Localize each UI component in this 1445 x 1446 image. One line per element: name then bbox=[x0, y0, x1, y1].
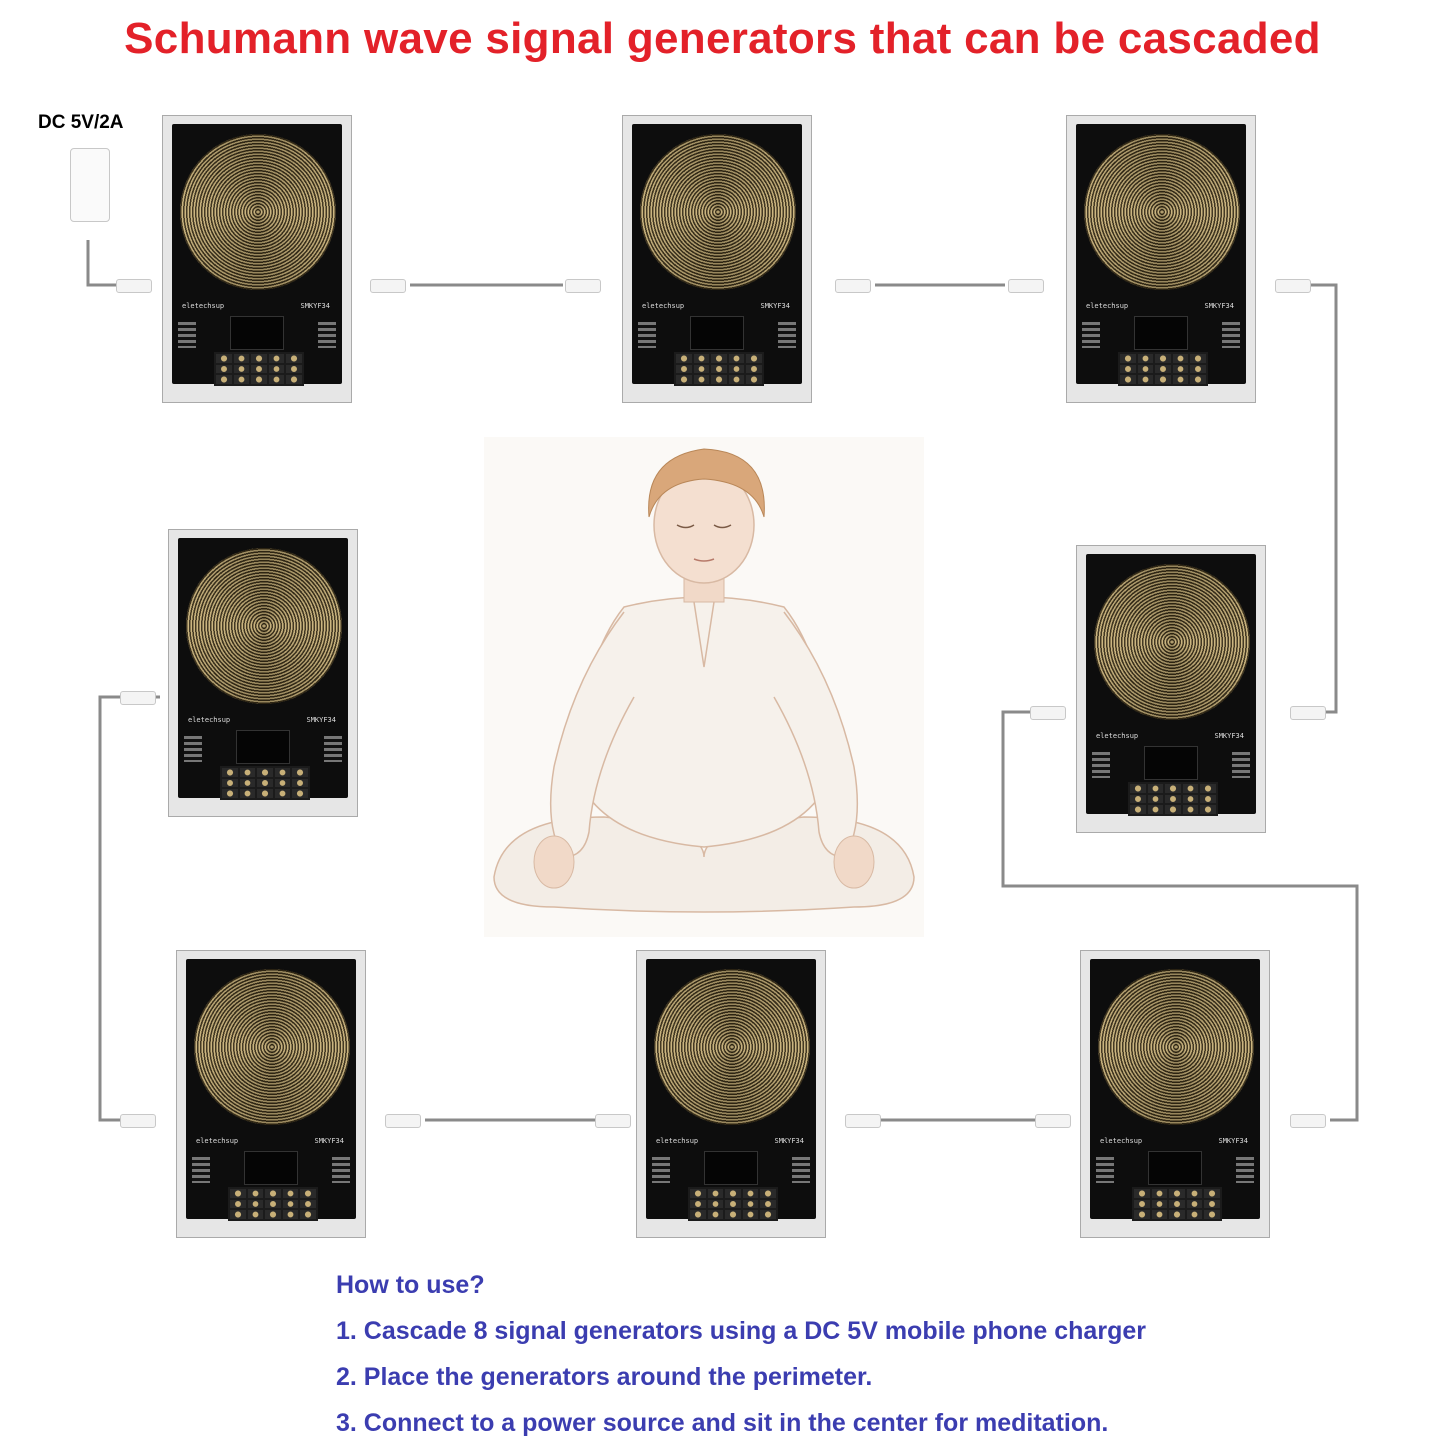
signal-generator-2: eletechsup SMKYF34 bbox=[622, 115, 812, 403]
usb-connector bbox=[120, 1114, 156, 1128]
diagram-title: Schumann wave signal generators that can… bbox=[124, 14, 1321, 63]
usb-connector bbox=[116, 279, 152, 293]
instruction-step-3: 3. Connect to a power source and sit in … bbox=[336, 1409, 1109, 1437]
board-model: SMKYF34 bbox=[760, 302, 790, 310]
signal-generator-8: eletechsup SMKYF34 bbox=[168, 529, 358, 817]
usb-connector bbox=[1008, 279, 1044, 293]
signal-generator-5: eletechsup SMKYF34 bbox=[1080, 950, 1270, 1238]
instruction-step-2: 2. Place the generators around the perim… bbox=[336, 1363, 873, 1391]
board-model: SMKYF34 bbox=[774, 1137, 804, 1145]
usb-connector bbox=[385, 1114, 421, 1128]
board-brand: eletechsup bbox=[1086, 302, 1129, 310]
instruction-step-1: 1. Cascade 8 signal generators using a D… bbox=[336, 1317, 1146, 1345]
power-label: DC 5V/2A bbox=[38, 112, 124, 133]
usb-power-plug bbox=[70, 148, 110, 222]
board-brand: eletechsup bbox=[642, 302, 685, 310]
instructions-heading: How to use? bbox=[336, 1271, 485, 1299]
signal-generator-6: eletechsup SMKYF34 bbox=[636, 950, 826, 1238]
wire-7-8 bbox=[98, 695, 160, 1122]
usb-connector bbox=[1030, 706, 1066, 720]
board-model: SMKYF34 bbox=[1204, 302, 1234, 310]
board-model: SMKYF34 bbox=[314, 1137, 344, 1145]
board-model: SMKYF34 bbox=[1218, 1137, 1248, 1145]
signal-generator-7: eletechsup SMKYF34 bbox=[176, 950, 366, 1238]
board-brand: eletechsup bbox=[196, 1137, 239, 1145]
usb-connector bbox=[565, 279, 601, 293]
board-model: SMKYF34 bbox=[300, 302, 330, 310]
board-brand: eletechsup bbox=[1096, 732, 1139, 740]
usb-connector bbox=[835, 279, 871, 293]
usage-instructions: How to use? 1. Cascade 8 signal generato… bbox=[336, 1262, 1336, 1446]
board-model: SMKYF34 bbox=[306, 716, 336, 724]
signal-generator-3: eletechsup SMKYF34 bbox=[1066, 115, 1256, 403]
usb-connector bbox=[595, 1114, 631, 1128]
usb-connector bbox=[120, 691, 156, 705]
usb-connector bbox=[1290, 706, 1326, 720]
usb-connector bbox=[1290, 1114, 1326, 1128]
signal-generator-4: eletechsup SMKYF34 bbox=[1076, 545, 1266, 833]
board-model: SMKYF34 bbox=[1214, 732, 1244, 740]
meditating-person-illustration bbox=[484, 437, 924, 937]
wire-3-4 bbox=[1300, 283, 1338, 714]
board-brand: eletechsup bbox=[182, 302, 225, 310]
usb-connector bbox=[1035, 1114, 1071, 1128]
wire-4-5 bbox=[1001, 710, 1359, 1122]
signal-generator-1: eletechsup SMKYF34 bbox=[162, 115, 352, 403]
usb-connector bbox=[845, 1114, 881, 1128]
usb-connector bbox=[1275, 279, 1311, 293]
board-brand: eletechsup bbox=[188, 716, 231, 724]
wire-power-input bbox=[86, 240, 118, 287]
usb-connector bbox=[370, 279, 406, 293]
board-brand: eletechsup bbox=[1100, 1137, 1143, 1145]
board-brand: eletechsup bbox=[656, 1137, 699, 1145]
